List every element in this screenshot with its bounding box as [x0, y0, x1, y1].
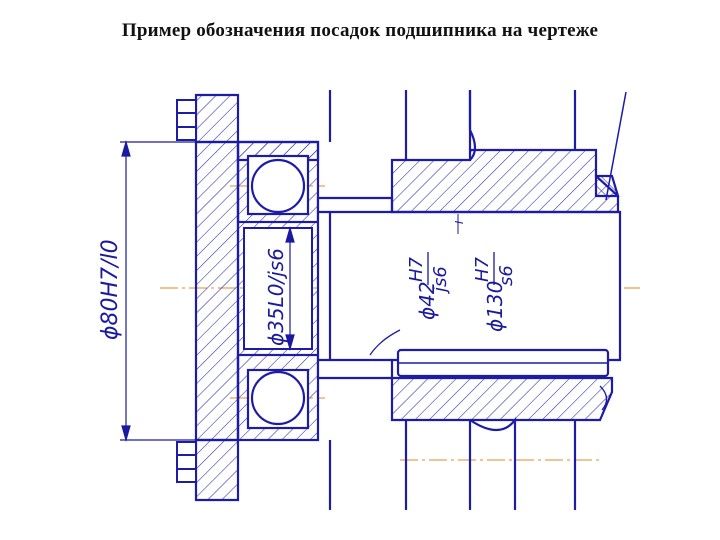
bolt-top	[176, 99, 197, 141]
leader-arrow	[605, 91, 627, 201]
gear-hub-top	[390, 148, 620, 214]
dim-housing-bore	[120, 139, 238, 443]
spacer	[237, 221, 319, 356]
d130-prefix: ϕ130	[483, 281, 507, 332]
d42-fit-den: js6	[430, 266, 451, 295]
ball-bottom	[250, 370, 306, 426]
bearing-top	[236, 140, 320, 224]
break-lines	[369, 329, 608, 411]
bearing-bottom	[236, 353, 320, 442]
fit-d42: ϕ42 H7 js6	[406, 252, 451, 320]
section-mark: I	[453, 221, 466, 224]
d42-prefix: ϕ42	[415, 281, 439, 320]
d42-fit-num: H7	[406, 256, 427, 282]
ball-top	[250, 158, 306, 214]
d130-fit-num: H7	[472, 256, 493, 282]
gear-outline	[328, 90, 577, 510]
d130-fit-den: s6	[496, 265, 517, 286]
page-title: Пример обозначения посадок подшипника на…	[121, 20, 599, 41]
gear-hub-bottom	[390, 348, 614, 422]
housing-bore-label: ϕ80H7/l0	[98, 239, 123, 340]
bearing-bore-label: ϕ35L0/js6	[264, 248, 288, 346]
fit-d130: ϕ130 H7 s6	[472, 252, 517, 332]
bolt-bottom	[176, 441, 197, 483]
bolts	[176, 99, 197, 483]
dim-bearing-bore	[285, 225, 295, 352]
